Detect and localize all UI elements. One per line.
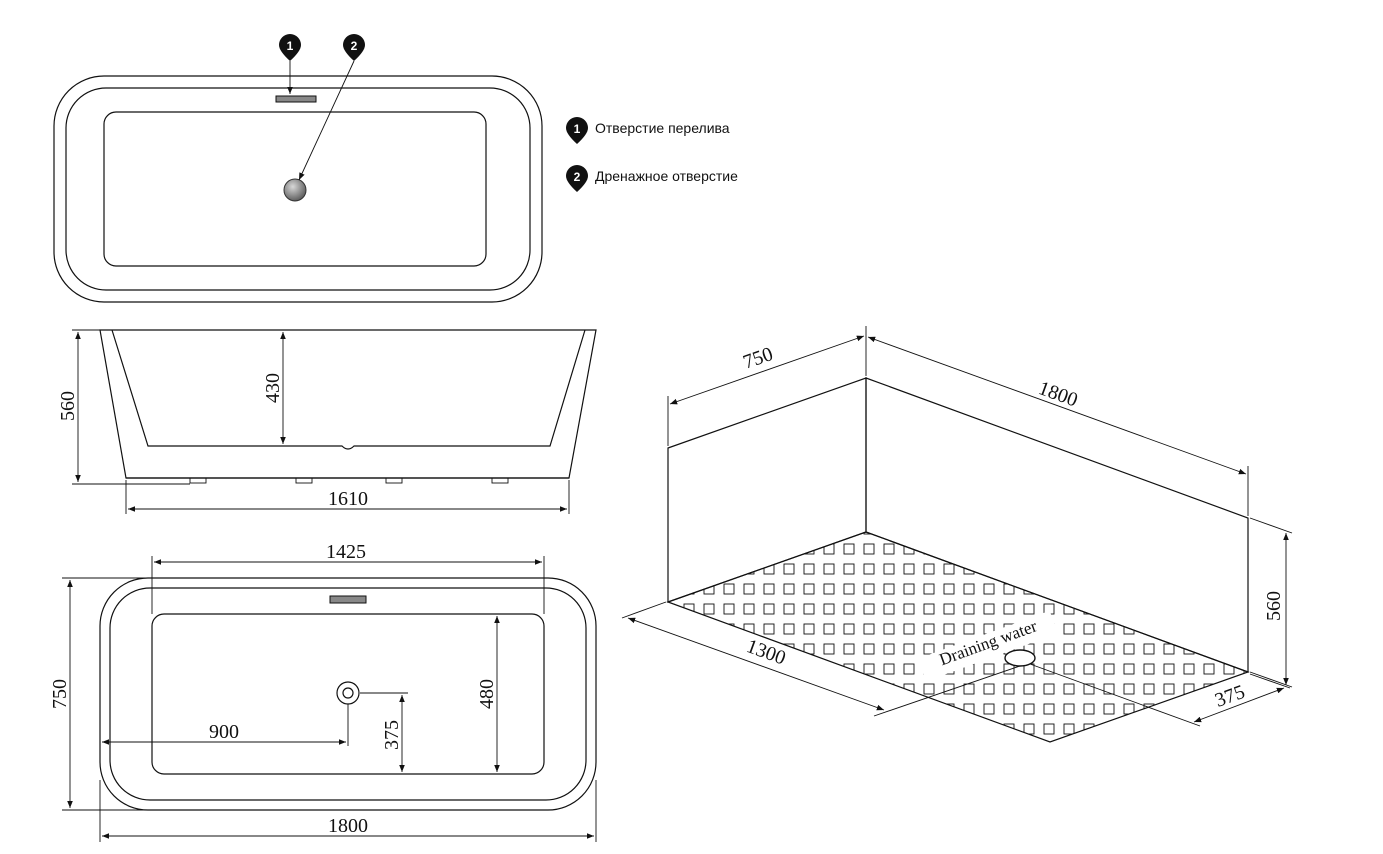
side-view: 560 430 1610 — [57, 329, 597, 514]
legend-item-1: 1 Отверстие перелива — [566, 117, 730, 144]
plan-view-rim-inner — [109, 587, 587, 801]
side-view-outer-shell — [99, 329, 597, 479]
legend-item-1-label: Отверстие перелива — [595, 120, 730, 136]
legend-item-2: 2 Дренажное отверстие — [566, 165, 738, 192]
marker-2-number: 2 — [351, 39, 358, 53]
foot — [189, 477, 207, 484]
overflow-slot — [275, 95, 317, 103]
drain-hole — [336, 681, 360, 705]
legend-item-2-label: Дренажное отверстие — [595, 168, 738, 184]
top-view-outer-rim — [53, 75, 543, 303]
drain-hole — [283, 178, 307, 202]
plan-view: 1425 750 900 375 480 1800 — [49, 541, 597, 842]
dim-plan-inner-length: 1425 — [326, 541, 366, 563]
iso-view: Draining water 750 1800 560 1300 375 — [621, 326, 1293, 743]
dim-plan-width: 750 — [49, 679, 71, 709]
legend: 1 Отверстие перелива 2 Дренажное отверст… — [566, 117, 738, 192]
dim-side-bottom-length: 1610 — [328, 488, 368, 510]
dim-plan-drain-x: 900 — [209, 721, 239, 743]
side-view-inner-basin — [111, 329, 586, 450]
dim-side-height: 560 — [57, 391, 79, 421]
legend-item-2-number: 2 — [574, 170, 581, 184]
foot — [385, 477, 403, 484]
drain-hole-inner — [342, 687, 354, 699]
marker-1: 1 — [279, 34, 301, 94]
top-view-basin — [103, 111, 487, 267]
dim-plan-length: 1800 — [328, 815, 368, 837]
dim-plan-inner-width: 480 — [476, 679, 498, 709]
foot — [491, 477, 509, 484]
foot — [295, 477, 313, 484]
plan-view-outer-rim — [99, 577, 597, 811]
plan-view-basin — [151, 613, 545, 775]
dim-plan-drain-y: 375 — [381, 720, 403, 750]
dim-iso-drain-y: 375 — [1212, 681, 1248, 712]
overflow-slot — [329, 595, 367, 604]
marker-2: 2 — [298, 34, 365, 181]
dim-iso-height: 560 — [1263, 591, 1285, 621]
top-view: 1 2 — [53, 34, 543, 303]
marker-1-number: 1 — [287, 39, 294, 53]
dim-iso-length: 1800 — [1035, 377, 1080, 411]
legend-item-1-number: 1 — [574, 122, 581, 136]
top-view-rim-inner — [65, 87, 531, 291]
dim-side-depth: 430 — [262, 373, 284, 403]
iso-drain — [1004, 649, 1036, 667]
